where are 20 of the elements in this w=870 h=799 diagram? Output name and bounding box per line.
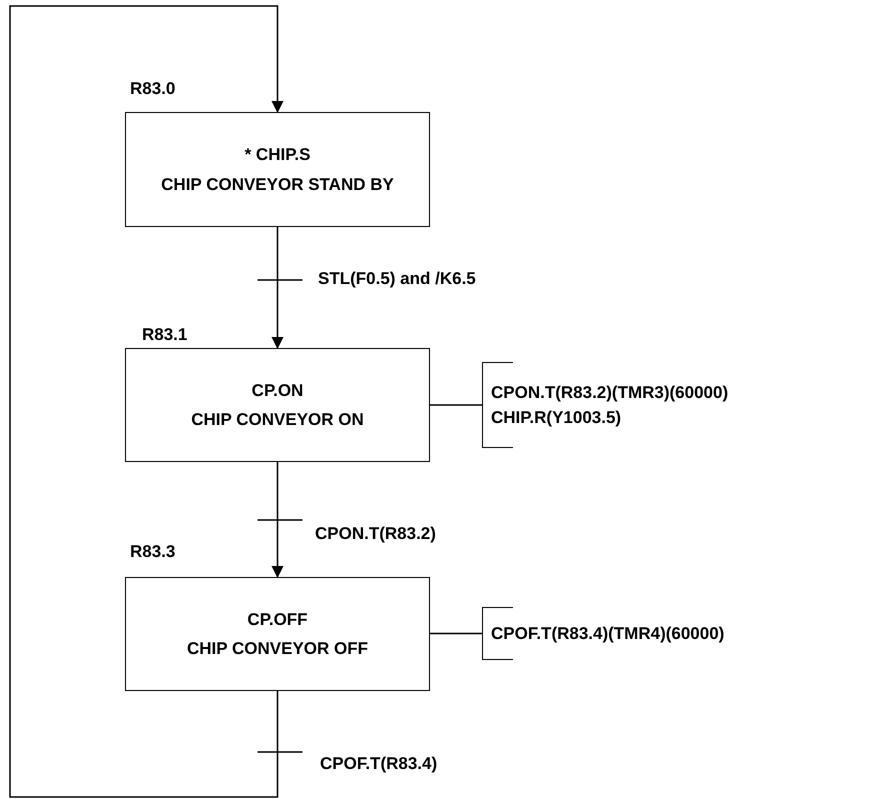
action-text: CPON.T(R83.2)(TMR3)(60000) xyxy=(491,382,730,403)
action-link xyxy=(430,632,482,634)
action-link xyxy=(430,404,482,406)
step-number: R83.3 xyxy=(130,541,176,562)
step-name: * CHIP.S xyxy=(244,144,312,166)
flow-arrow xyxy=(9,5,284,798)
step-name: CP.OFF xyxy=(246,608,309,630)
step-number: R83.0 xyxy=(130,78,176,100)
step-name: CP.ON xyxy=(250,380,304,401)
step-box xyxy=(125,577,430,691)
step-description: CHIP CONVEYOR ON xyxy=(190,409,365,430)
flow-arrow xyxy=(272,227,284,349)
flow-arrow xyxy=(272,462,284,578)
step-description: CHIP CONVEYOR STAND BY xyxy=(160,174,395,195)
action-text: CPOF.T(R83.4)(TMR4)(60000) xyxy=(491,622,726,644)
step-number: R83.1 xyxy=(142,324,188,346)
step-box xyxy=(125,112,430,227)
action-text: CHIP.R(Y1003.5) xyxy=(491,407,622,428)
step-description: CHIP CONVEYOR OFF xyxy=(186,638,370,660)
step-box xyxy=(125,348,430,462)
